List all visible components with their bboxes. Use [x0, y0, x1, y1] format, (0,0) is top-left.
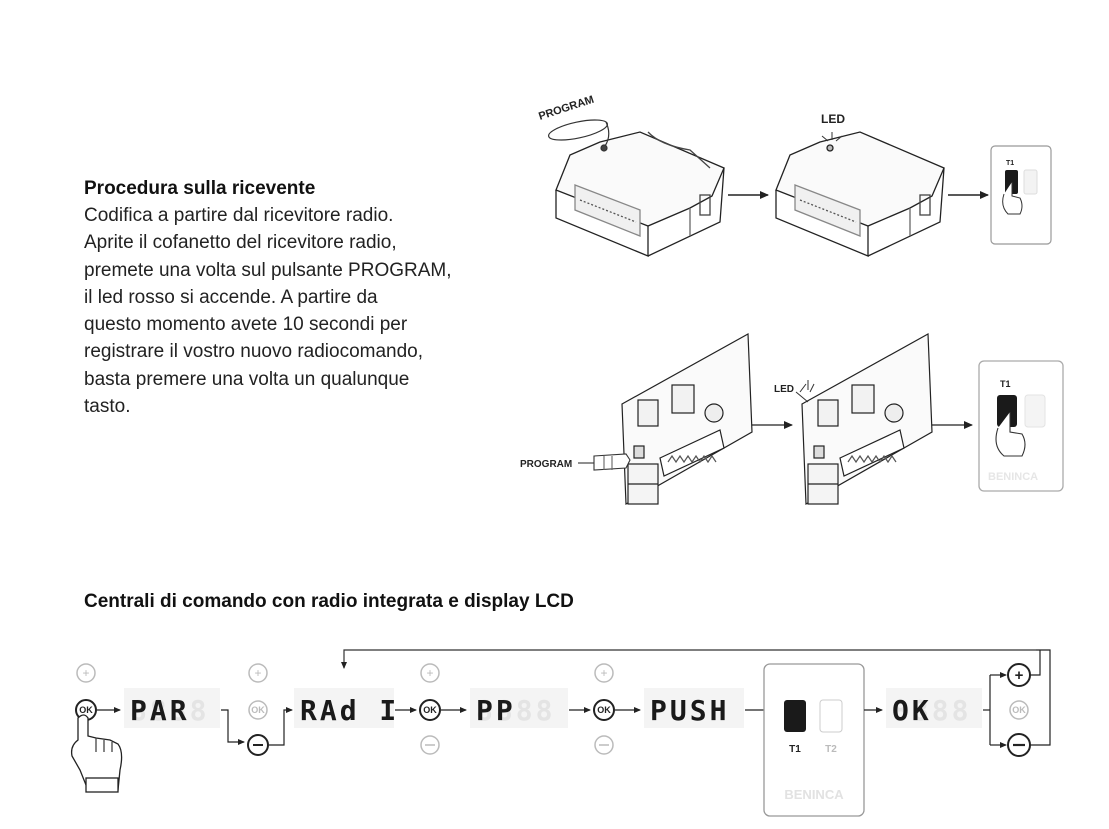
led-label-bottom: LED — [774, 384, 794, 395]
svg-text:8888: 8888 — [476, 694, 555, 727]
plus-button-icon: + — [248, 663, 268, 683]
control-board-1 — [621, 333, 753, 506]
svg-text:OK: OK — [1012, 705, 1026, 715]
program-label-bottom: PROGRAM — [520, 459, 572, 470]
remote-t1-label: T1 — [789, 744, 801, 755]
minus-button-icon — [247, 734, 269, 756]
lcd-section-title: Centrali di comando con radio integrata … — [84, 591, 574, 612]
svg-text:PUSH: PUSH — [650, 694, 729, 727]
minus-button-icon — [420, 735, 440, 755]
remote-control-top: T1 — [990, 145, 1052, 245]
remote-t1-label: T1 — [1006, 160, 1014, 167]
led-glow-icon — [795, 380, 815, 403]
svg-text:+: + — [600, 666, 607, 680]
receiver-procedure-line: Codifica a partire dal ricevitore radio. — [84, 205, 394, 226]
remote-t2-label: T2 — [825, 744, 837, 755]
pointing-hand-icon — [70, 714, 123, 793]
plus-button-icon: + — [1007, 663, 1031, 687]
brand-logo: BENINCA — [988, 471, 1038, 483]
receiver-box-2 — [775, 131, 945, 257]
svg-text:OK: OK — [892, 694, 932, 727]
svg-text:+: + — [82, 666, 89, 680]
svg-text:OK: OK — [597, 705, 611, 715]
flow-arrow — [221, 709, 245, 745]
svg-text:+: + — [254, 666, 261, 680]
lcd-display-push: PUSH — [644, 688, 744, 728]
program-button-wire-top — [548, 119, 610, 152]
minus-button-icon — [1007, 733, 1031, 757]
ok-button-icon: OK — [419, 699, 441, 721]
program-label-top: PROGRAM — [537, 94, 595, 123]
receiver-procedure-line: tasto. — [84, 396, 131, 418]
receiver-procedure-line: premete una volta sul pulsante PROGRAM, — [84, 259, 452, 281]
minus-button-icon — [594, 735, 614, 755]
svg-text:PP: PP — [476, 694, 516, 727]
program-button-hand-bottom — [578, 453, 631, 471]
return-loop-arrow — [341, 649, 1036, 669]
svg-text:PAR: PAR — [130, 694, 190, 727]
remote-t1-label: T1 — [1000, 379, 1011, 389]
receiver-procedure-title: Procedura sulla ricevente — [84, 178, 316, 199]
flow-arrow — [269, 707, 293, 746]
svg-text:+: + — [1015, 667, 1024, 684]
plus-button-icon: + — [76, 663, 96, 683]
svg-text:OK: OK — [79, 705, 93, 715]
receiver-procedure-line: il led rosso si accende. A partire da — [84, 286, 378, 308]
plus-button-icon: + — [420, 663, 440, 683]
ok-button-icon: OK — [1009, 700, 1029, 720]
receiver-procedure-line: Aprite il cofanetto del ricevitore radio… — [84, 232, 397, 254]
led-label-top: LED — [821, 112, 845, 126]
receiver-box-1 — [555, 131, 725, 257]
remote-control-bottom: T1 BENINCA — [978, 360, 1064, 492]
remote-control-lcd: T1 T2 BENINCA — [763, 663, 865, 817]
lcd-display-par: 8888 PAR — [124, 688, 220, 728]
svg-text:8888: 8888 — [130, 694, 209, 727]
led-glow-icon — [821, 132, 843, 142]
control-board-2 — [801, 333, 933, 506]
receiver-procedure-line: registrare il vostro nuovo radiocomando, — [84, 341, 424, 363]
receiver-procedure-text: Procedura sulla ricevente Codifica a par… — [84, 175, 534, 420]
ok-button-icon: OK — [248, 700, 268, 720]
lcd-display-radi: RAd I — [294, 688, 399, 728]
lcd-display-pp: 8888 PP — [470, 688, 568, 728]
svg-text:OK: OK — [423, 705, 437, 715]
brand-logo: BENINCA — [784, 787, 844, 802]
plus-button-icon: + — [594, 663, 614, 683]
svg-text:OK: OK — [251, 705, 265, 715]
receiver-procedure-line: basta premere una volta un qualunque — [84, 368, 410, 390]
ok-button-icon: OK — [593, 699, 615, 721]
lcd-display-ok: 8888 OK — [886, 688, 982, 728]
svg-text:8888: 8888 — [892, 694, 971, 727]
svg-text:+: + — [426, 666, 433, 680]
svg-text:RAd I: RAd I — [300, 694, 399, 727]
receiver-procedure-line: questo momento avete 10 secondi per — [84, 314, 408, 336]
